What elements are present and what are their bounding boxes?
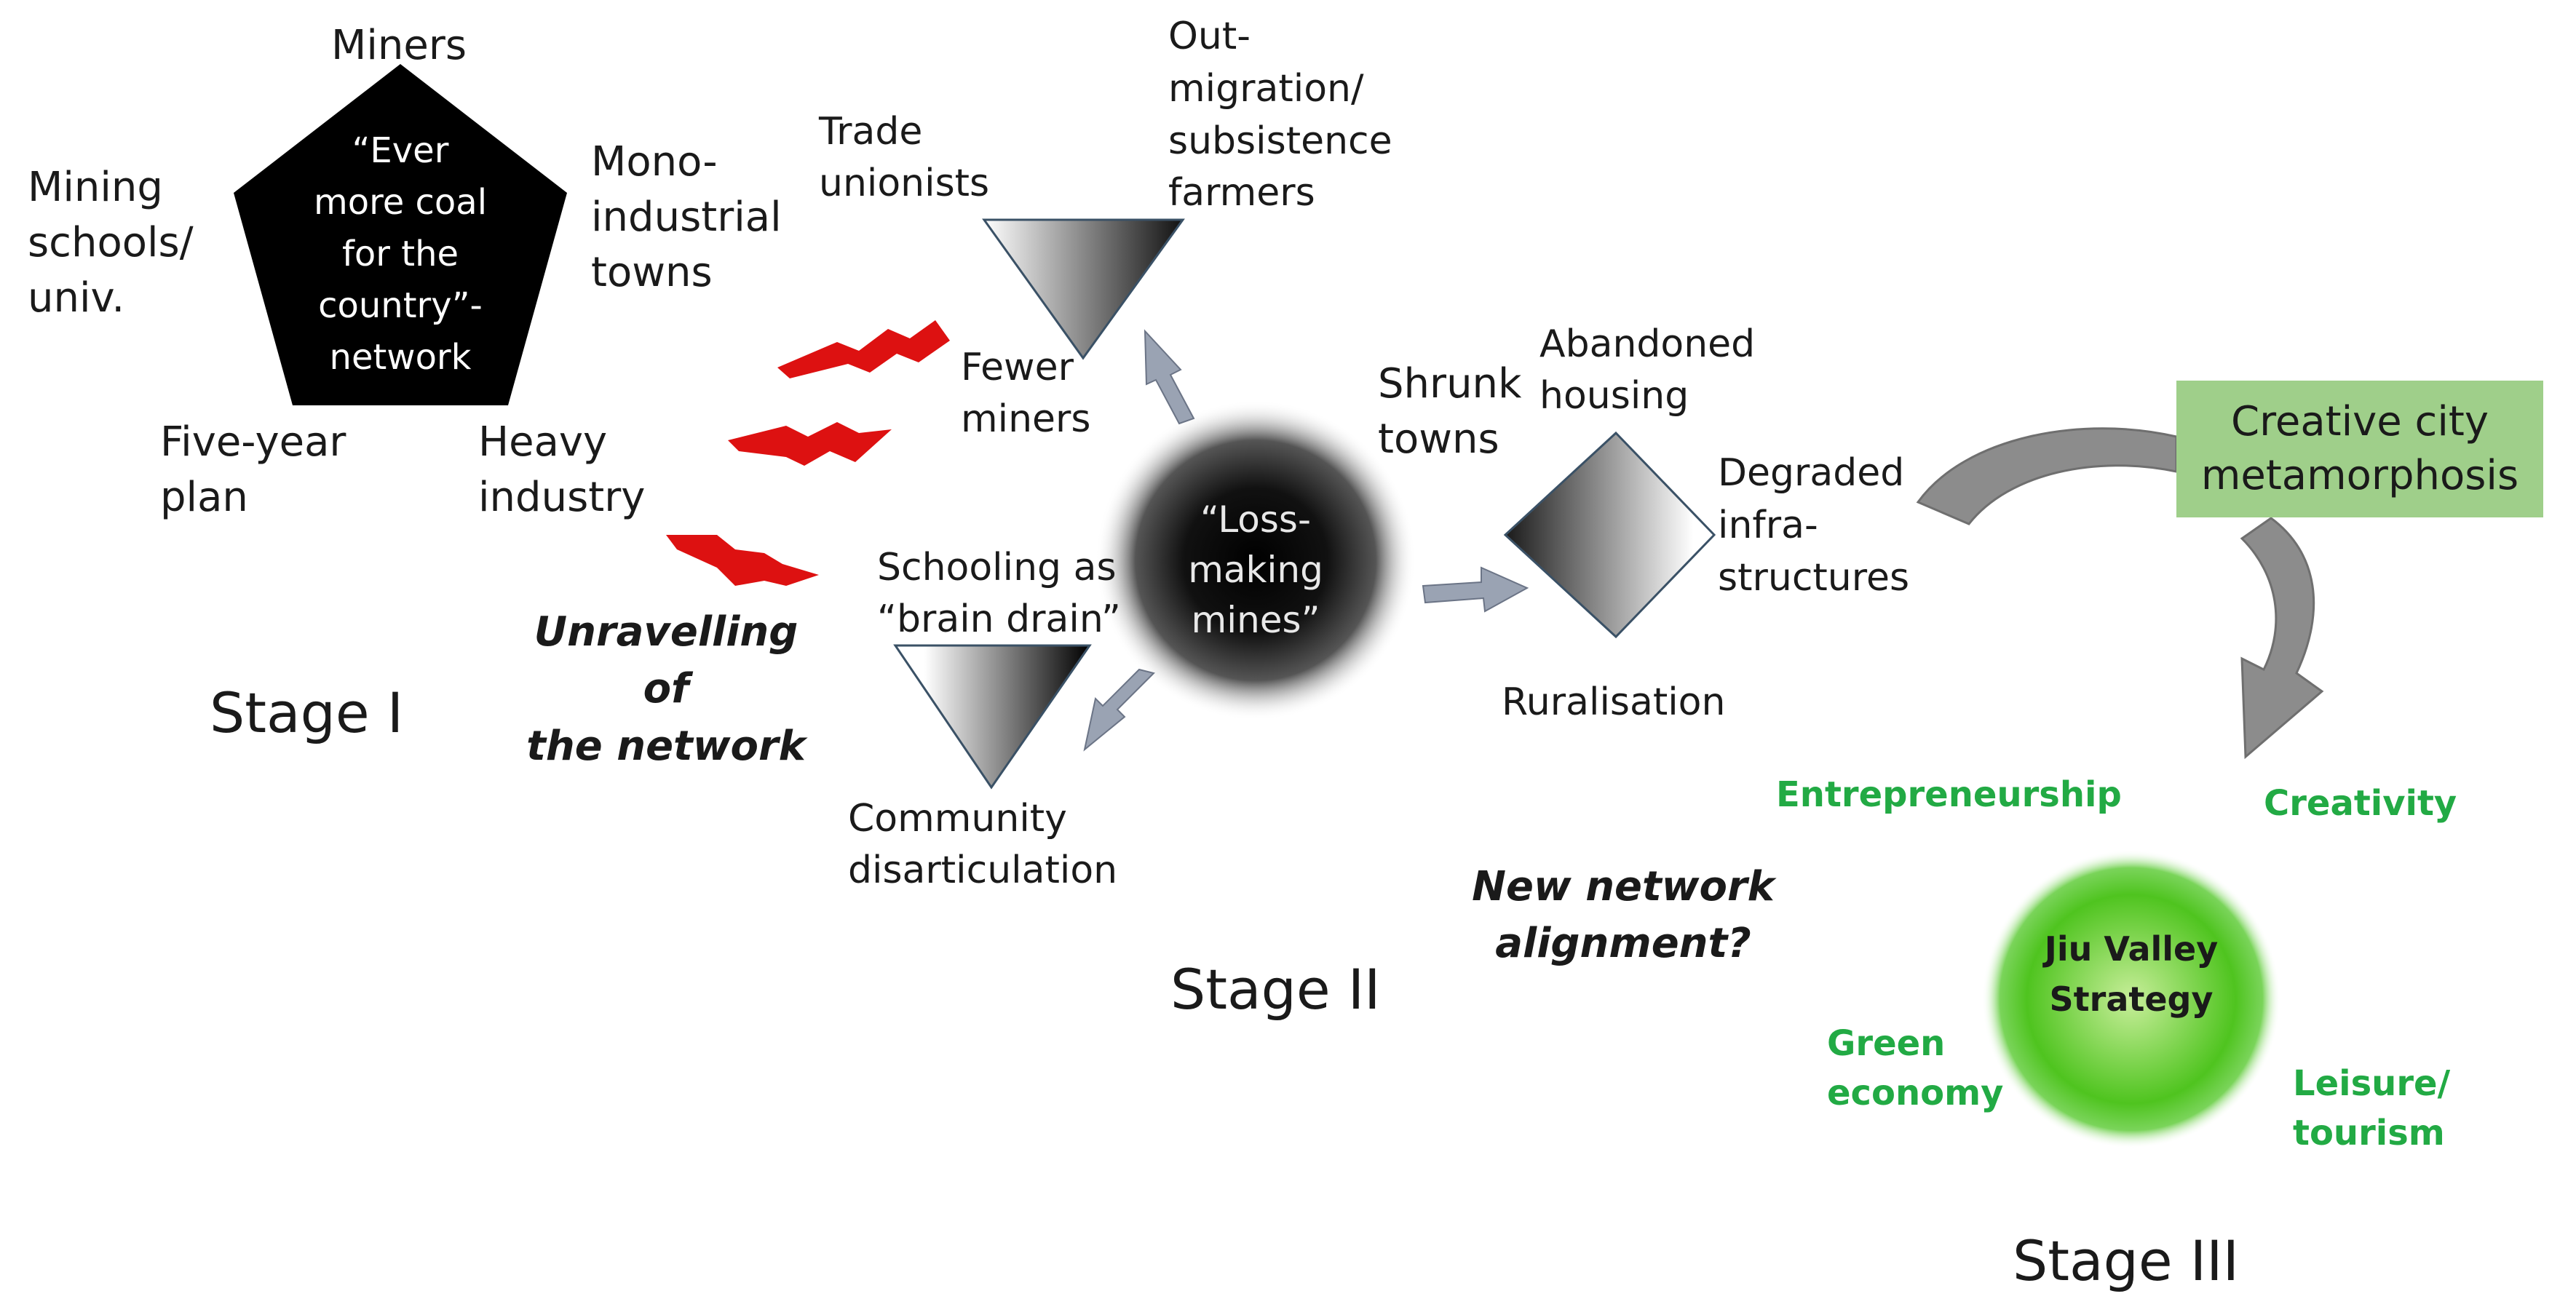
curved-arrow-creative (1916, 427, 2178, 525)
green-economy-label: Green economy (1827, 1023, 2004, 1114)
abandoned-housing-label: Abandoned housing (1539, 322, 1756, 418)
trade-unionists-label: Trade unionists (819, 110, 990, 205)
arrow-to-community (1083, 668, 1155, 752)
stage-2-label: Stage II (1170, 957, 1381, 1022)
lightning-bolt-top (777, 320, 950, 378)
jiu-valley-strategy-sphere (1982, 850, 2280, 1148)
ruralisation-label: Ruralisation (1502, 680, 1726, 724)
fewer-miners-label: Fewer miners (961, 346, 1091, 441)
out-migration-label: Out- migration/ subsistence farmers (1168, 15, 1392, 215)
degraded-infrastructure-label: Degraded infra- structures (1718, 451, 1910, 600)
unravelling-label: Unravelling of the network (526, 608, 806, 770)
creativity-label: Creativity (2264, 783, 2457, 824)
node-heavy-industry: Heavy industry (478, 418, 646, 522)
leisure-tourism-label: Leisure/ tourism (2293, 1063, 2451, 1154)
entrepreneurship-label: Entrepreneurship (1776, 774, 2122, 815)
curved-arrow-down (2240, 517, 2324, 760)
node-miners: Miners (331, 22, 467, 69)
stage-1-label: Stage I (210, 680, 404, 745)
loss-making-mines-sphere (1095, 400, 1416, 720)
stage-3-label: Stage III (2013, 1228, 2240, 1293)
node-five-year-plan: Five-year plan (160, 418, 346, 522)
trade-unionists-triangle (982, 218, 1185, 360)
loss-making-mines-label: “Loss-making mines” (1188, 498, 1323, 641)
schooling-triangle (893, 644, 1092, 790)
schooling-label: Schooling as “brain drain” (877, 546, 1121, 641)
lightning-bolt-middle (728, 422, 892, 466)
lightning-bolt-bottom (666, 535, 819, 586)
new-network-alignment-label: New network alignment? (1472, 863, 1775, 968)
arrow-to-diamond (1422, 566, 1529, 613)
community-label: Community disarticulation (848, 797, 1118, 892)
jiu-valley-strategy-label: Jiu Valley Strategy (2044, 929, 2219, 1019)
arrow-to-fewer-miners (1144, 329, 1195, 425)
shrunk-towns-label: Shrunk towns (1378, 360, 1522, 464)
shrunk-towns-diamond (1503, 431, 1716, 639)
network-core-label: “Ever more coal for the country”- networ… (313, 130, 488, 378)
network-pentagon (234, 64, 567, 405)
node-mono-industrial-towns: Mono- industrial towns (591, 138, 782, 297)
node-mining-schools: Mining schools/ univ. (28, 164, 194, 322)
creative-city-box: Creative city metamorphosis (2176, 381, 2543, 517)
